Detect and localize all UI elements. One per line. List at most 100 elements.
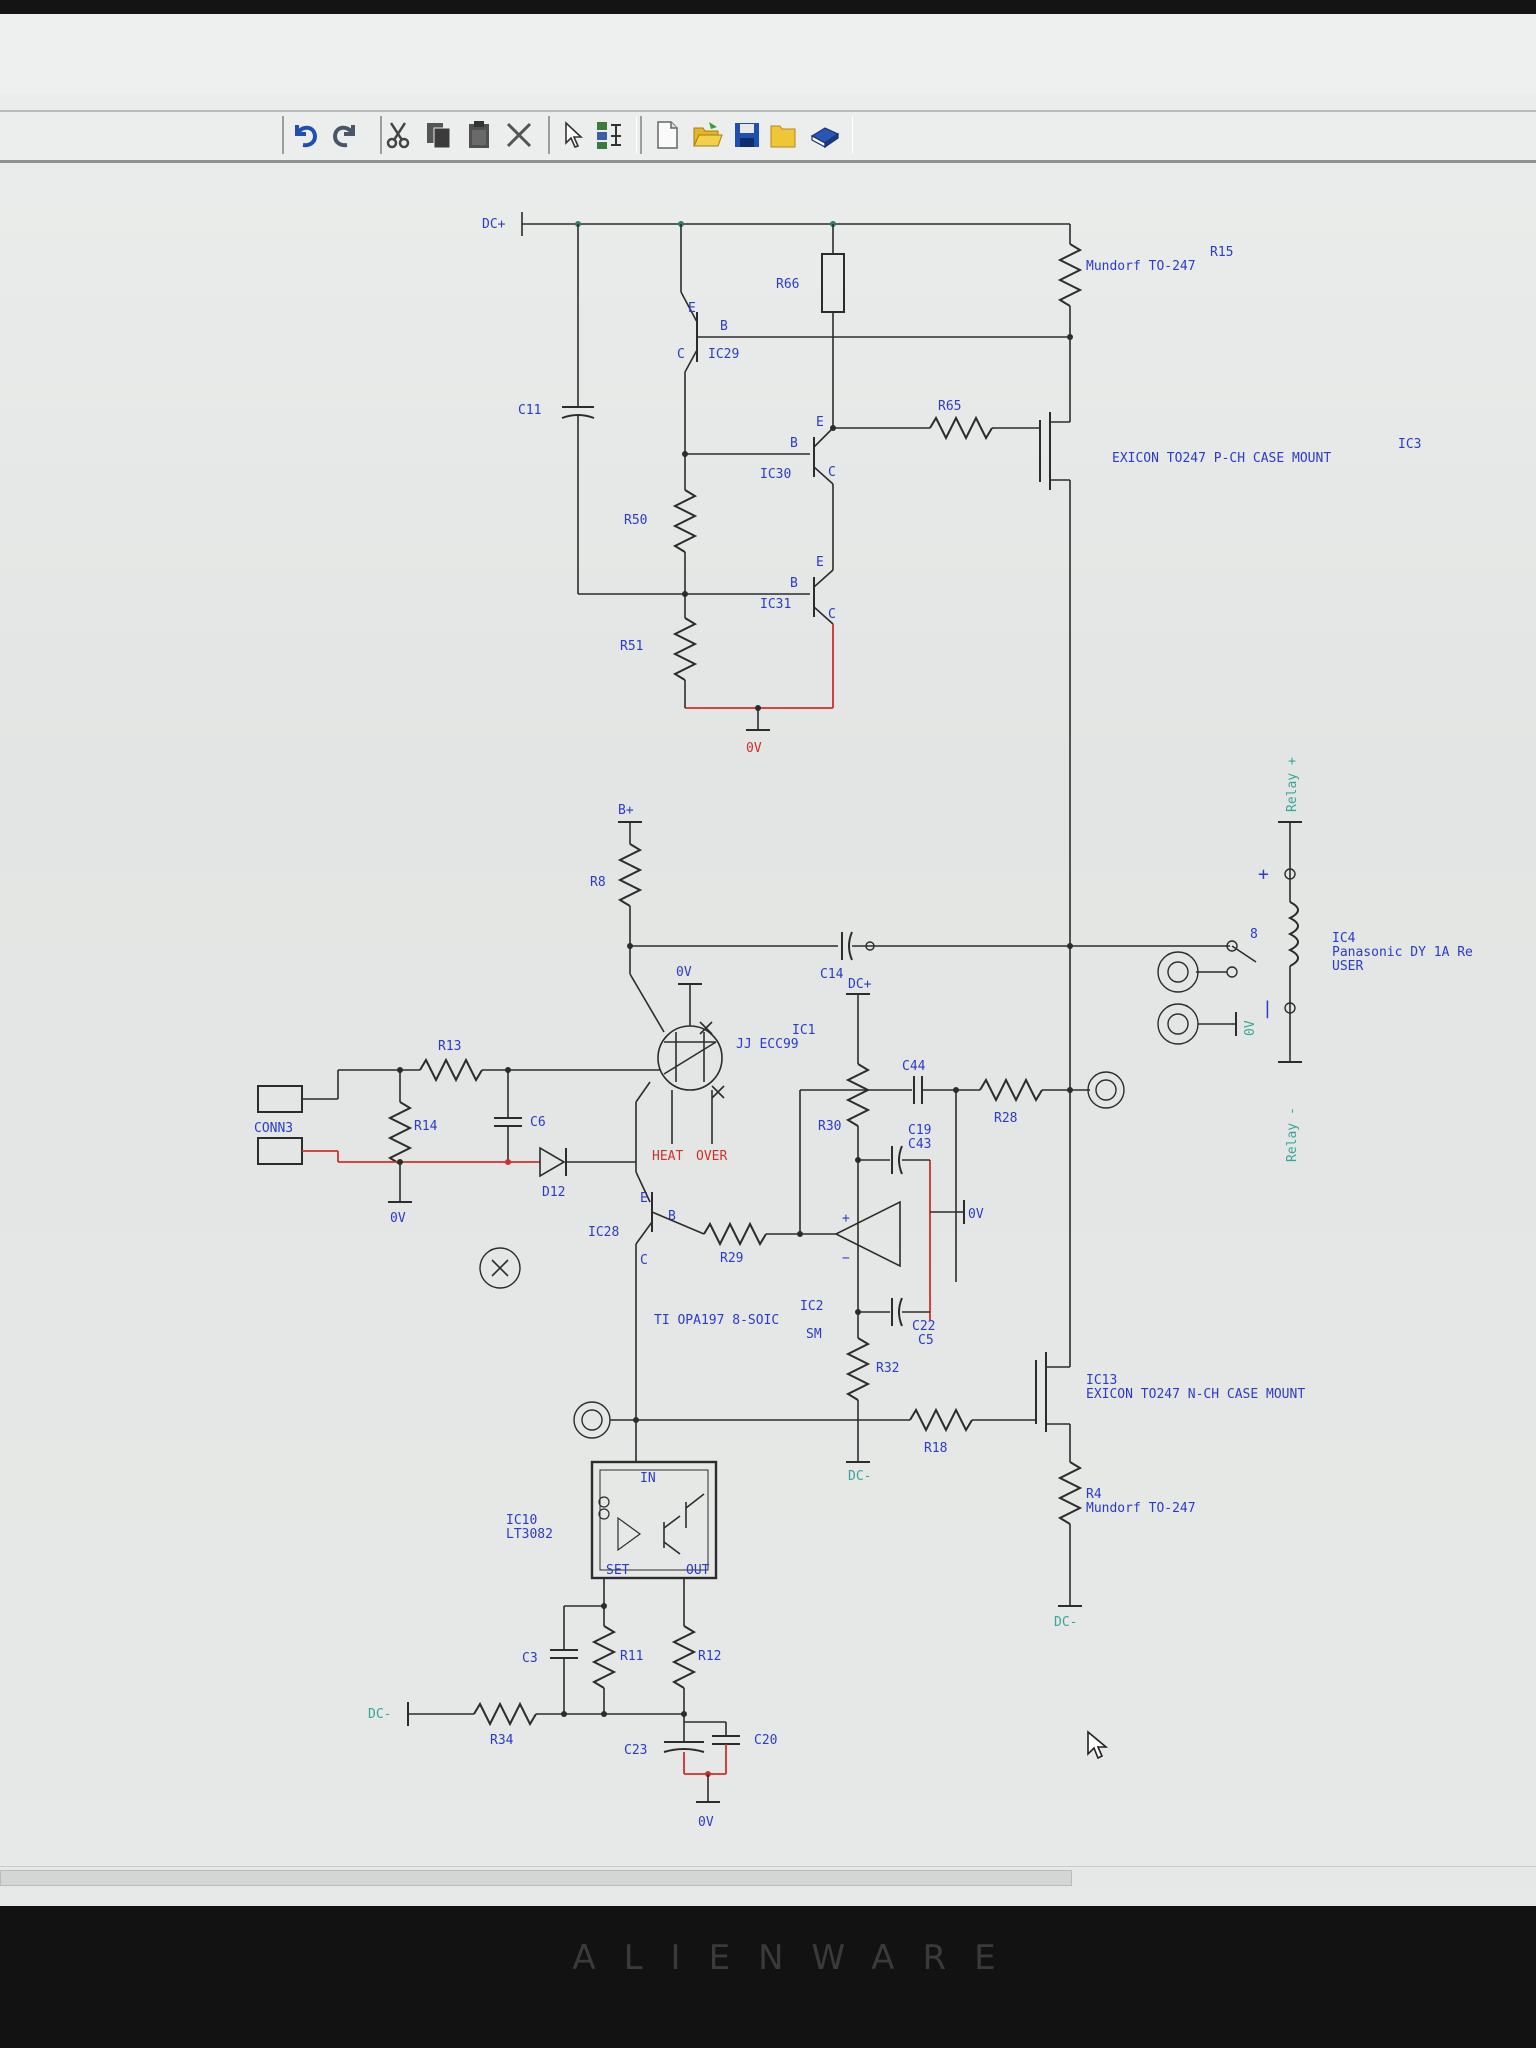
horizontal-scrollbar[interactable]	[0, 1866, 1536, 1889]
opamp-plus-pin: +	[842, 1211, 850, 1226]
window-title-area	[0, 14, 1536, 94]
undo-button[interactable]	[288, 118, 322, 152]
r50-label: R50	[624, 513, 647, 528]
r32-label: R32	[876, 1361, 899, 1376]
r30-resistor	[845, 1063, 871, 1127]
r65-resistor	[929, 415, 993, 441]
toolbar-group-file	[640, 116, 853, 154]
new-file-button[interactable]	[650, 118, 684, 152]
r8-resistor	[617, 843, 643, 907]
relay-switch	[1231, 945, 1257, 963]
ic28-emitter	[635, 1171, 651, 1203]
save-button[interactable]	[730, 118, 764, 152]
r50-resistor	[672, 489, 698, 553]
ic1-label: IC1	[792, 1023, 815, 1038]
c23-capacitor-plate	[663, 1748, 705, 1753]
tube-heater-x	[711, 1085, 725, 1099]
c22-label: C22	[912, 1319, 935, 1334]
ic30-b-pin: B	[790, 436, 798, 451]
ic10-transistor	[663, 1541, 681, 1555]
dcminus-mid-label: DC-	[848, 1469, 871, 1484]
redo-icon	[332, 125, 355, 148]
c11-capacitor-plate	[561, 414, 595, 419]
junction-dot	[681, 1711, 687, 1717]
mounting-hole-cross	[491, 1259, 509, 1277]
c44-label: C44	[902, 1059, 926, 1074]
library-button[interactable]	[808, 118, 842, 152]
select-tool-button[interactable]	[556, 118, 590, 152]
schematic-canvas[interactable]: DC+ C11 E B C IC29 R66	[0, 162, 1536, 1862]
ic31-c-pin: C	[828, 607, 836, 622]
open-folder-icon	[693, 122, 723, 147]
folder-button[interactable]	[766, 118, 800, 152]
r34-label: R34	[490, 1733, 514, 1748]
gnd-conn-label: 0V	[390, 1211, 406, 1226]
ic28-b-pin: B	[668, 1209, 676, 1224]
delete-button[interactable]	[502, 118, 536, 152]
bias-terminal-inner	[581, 1409, 603, 1431]
ic29-c-pin: C	[677, 347, 685, 362]
toolbar-group-tools	[548, 116, 637, 154]
ic4-relay-coil	[1287, 901, 1299, 967]
output-terminal-inner	[1095, 1079, 1117, 1101]
r18-resistor	[909, 1407, 973, 1433]
save-icon	[735, 123, 759, 147]
d12-diode	[539, 1146, 566, 1178]
r15-desc: Mundorf TO-247	[1086, 259, 1196, 274]
gnd-top-label: 0V	[746, 741, 762, 756]
scrollbar-thumb[interactable]	[0, 1870, 1072, 1886]
redo-button[interactable]	[328, 118, 362, 152]
r13-resistor	[419, 1057, 483, 1083]
tube-cathode	[663, 1041, 717, 1075]
bplus-label: B+	[618, 803, 634, 818]
dcplus-top-label: DC+	[482, 217, 506, 232]
ic29-e-pin: E	[688, 301, 696, 316]
r14-resistor	[387, 1101, 413, 1165]
cursor-arrow-icon	[1087, 1730, 1109, 1760]
ic28-label: IC28	[588, 1225, 619, 1240]
toolbar	[0, 110, 1536, 163]
junction-dot	[1067, 1087, 1073, 1093]
r12-label: R12	[698, 1649, 721, 1664]
r4-resistor	[1057, 1461, 1083, 1525]
copy-button[interactable]	[422, 118, 456, 152]
ic31-emitter	[813, 569, 834, 588]
dcminus-right-label: DC-	[1054, 1615, 1077, 1630]
cut-button[interactable]	[382, 118, 416, 152]
r15-resistor	[1057, 243, 1083, 307]
r4-desc: Mundorf TO-247	[1086, 1501, 1196, 1516]
ic31-collector	[813, 606, 834, 625]
r66-label: R66	[776, 277, 799, 292]
component-tool-button[interactable]	[592, 118, 626, 152]
pin-set-label: SET	[606, 1563, 630, 1578]
ic31-e-pin: E	[816, 555, 824, 570]
relay-pin	[1284, 868, 1296, 880]
d12-label: D12	[542, 1185, 565, 1200]
schematic-drawing: DC+ C11 E B C IC29 R66	[254, 212, 1473, 1830]
relay-plus-label: Relay +	[1285, 757, 1300, 812]
ic2-desc2: SM	[806, 1327, 822, 1342]
ic10-regulator	[590, 1460, 718, 1580]
r30-label: R30	[818, 1119, 841, 1134]
ic4-desc: Panasonic DY 1A Re	[1332, 945, 1473, 960]
c20-label: C20	[754, 1733, 777, 1748]
relay-pin	[1284, 1002, 1296, 1014]
r28-resistor	[979, 1077, 1043, 1103]
open-button[interactable]	[690, 118, 724, 152]
gnd-bottom-label: 0V	[698, 1815, 714, 1830]
r18-label: R18	[924, 1441, 947, 1456]
undo-icon	[295, 125, 318, 148]
relay-contact	[1226, 966, 1238, 978]
r14-label: R14	[414, 1119, 438, 1134]
r29-label: R29	[720, 1251, 743, 1266]
r34-resistor	[473, 1701, 537, 1727]
relay-contact	[1226, 940, 1238, 952]
c43-label: C43	[908, 1137, 931, 1152]
paste-button[interactable]	[462, 118, 496, 152]
ic13-label: IC13	[1086, 1373, 1117, 1388]
ic13-desc: EXICON TO247 N-CH CASE MOUNT	[1086, 1387, 1305, 1402]
wire	[651, 1211, 705, 1235]
relay-minus-sign: |	[1262, 998, 1273, 1019]
r15-label: R15	[1210, 245, 1233, 260]
r4-label: R4	[1086, 1487, 1102, 1502]
